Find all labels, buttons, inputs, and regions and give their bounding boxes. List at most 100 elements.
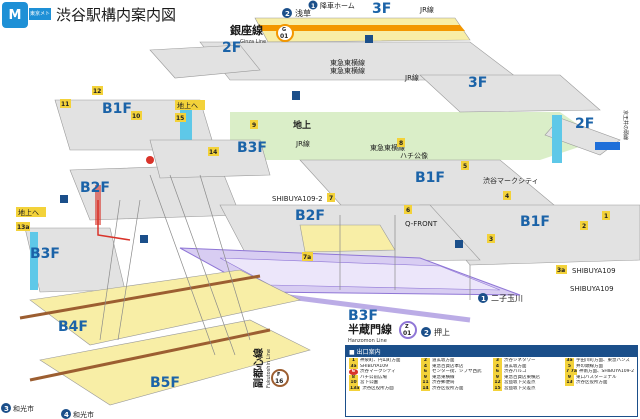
legend-item-number: 6 — [493, 369, 502, 375]
exit-7-bg — [327, 193, 335, 202]
direction-kouya-text: 降車ホーム — [320, 1, 355, 10]
direction-oshiage-num: 2 — [424, 329, 429, 337]
legend-item-text: 道玄坂方面 — [504, 363, 527, 369]
concourse-2f-left — [149, 44, 261, 79]
direction-kouya-badge — [308, 0, 318, 10]
direction-asakusa-badge — [282, 8, 292, 18]
facility-icons — [60, 35, 463, 248]
legend-item-number: 9 — [493, 374, 502, 380]
exit-12: 12 — [93, 88, 101, 95]
floor-label-2f-right: 2F — [575, 116, 594, 132]
floor-label-2f-left: 2F — [222, 40, 241, 56]
direction-wakoshi-3-badge — [1, 403, 11, 413]
mark-city-label: 渋谷マークシティ — [483, 176, 539, 185]
fukutoshin-platform-b5f — [39, 319, 311, 406]
legend-item-number: 13a — [349, 385, 361, 391]
fukutoshin-platform-b4f — [29, 269, 301, 346]
exit-10: 10 — [132, 113, 140, 120]
legend-item-text: 道玄坂方面 — [432, 358, 455, 363]
exit-14-bg — [208, 147, 219, 156]
legend-item-number: 15 — [493, 385, 502, 391]
legend-item-number: 3a — [349, 363, 358, 369]
exit-2: 2 — [582, 223, 586, 230]
legend-item-text: 渋谷区役所方面 — [362, 385, 394, 391]
direction-oshiage-badge — [421, 327, 431, 337]
legend-item-text: 渋谷マークシティ — [360, 369, 396, 374]
legend-item-number: 6 — [421, 369, 430, 375]
phone-icon — [292, 91, 300, 100]
legend-item-number: 3a — [565, 358, 574, 364]
legend-item-text: 東急百貨店東横店 — [504, 374, 540, 380]
ginza-code-letter: G — [282, 27, 286, 33]
toyoko-label-3: 東急東横線 — [330, 66, 365, 75]
exit-badges: 11 12 10 15 9 14 8 6 5 7 7a 4 3 3a 2 1 1… — [16, 86, 610, 274]
legend-item-number: 2 — [421, 358, 430, 364]
floor-label-b3f-mid: B3F — [237, 140, 267, 156]
jr-line-label-mid: JR線 — [295, 139, 310, 148]
direction-oshiage: 2 押上 — [421, 327, 450, 337]
legend-item-text: 宮下公園 — [360, 380, 378, 385]
legend-item-text: 宮益坂下交差点 — [504, 380, 536, 385]
hanzomon-line-tag: 半蔵門線 Hanzomon Line Z 01 — [348, 321, 417, 344]
legend-item-text: 宮益坂下交差点 — [504, 385, 536, 391]
legend-item-text: 宇田川町方面、東急ハンズ — [576, 358, 630, 363]
exit-6: 6 — [406, 207, 410, 214]
floor-label-3f-top: 3F — [372, 1, 391, 17]
direction-wakoshi-3: 3 和光市 — [1, 403, 34, 413]
legend-item-number: 5 — [565, 363, 574, 369]
toyoko-label-2: 東急東横線 — [370, 143, 405, 152]
direction-wakoshi-3-text: 和光市 — [13, 404, 34, 413]
legend-item-number: 9 — [421, 374, 430, 380]
exit-12-bg — [92, 86, 103, 95]
blue-passage-2f — [595, 142, 620, 150]
structure-lines — [99, 174, 471, 356]
concourse-3f-right — [419, 74, 601, 113]
brand-label: 東京メトロ — [29, 8, 51, 29]
legend-item-text: 神泉町、円山町方面 — [360, 358, 401, 363]
exit-4: 4 — [505, 193, 509, 200]
hanzomon-code-badge — [399, 321, 417, 339]
direction-wakoshi-4-num: 4 — [64, 411, 69, 419]
exit-1-bg — [602, 211, 610, 220]
legend-item-text: 神南方面、SHIBUYA109-2 — [578, 369, 634, 374]
escalator-icon — [455, 240, 463, 248]
legend-item-text: 東急百貨店本店 — [432, 363, 464, 369]
direction-asakusa-num: 2 — [285, 10, 290, 18]
floor-label-b5f: B5F — [150, 375, 180, 391]
legend-item-number: 10 — [349, 380, 358, 386]
legend-item-number: 13 — [565, 380, 574, 386]
exit-3: 3 — [489, 236, 493, 243]
exit-1: 1 — [604, 213, 608, 220]
exit-7a: 7a — [303, 254, 311, 261]
legend-item-number: 4 — [421, 363, 430, 369]
floor-label-b4f: B4F — [58, 319, 88, 335]
direction-asakusa: 2 浅草 — [282, 8, 311, 18]
floor-label-3f-right: 3F — [468, 75, 487, 91]
floor-label-b3f-bottom: B3F — [348, 308, 378, 324]
exit-7: 7 — [329, 195, 333, 202]
fukutoshin-line-tag: 副都心線 Fukutoshin Line — [252, 348, 272, 388]
exit-3a: 3a — [557, 267, 565, 274]
concourse-b3f-mid — [149, 139, 271, 179]
exit-4-bg — [503, 191, 511, 200]
floor-label-b1f-right: B1F — [520, 214, 550, 230]
exit-10-bg — [131, 111, 142, 120]
direction-wakoshi-4: 4 和光市 — [61, 409, 94, 419]
fukutoshin-code-letter: F — [277, 372, 280, 378]
floor-label-b2f-left: B2F — [80, 180, 110, 196]
floor-label-b2f-mid: B2F — [295, 208, 325, 224]
